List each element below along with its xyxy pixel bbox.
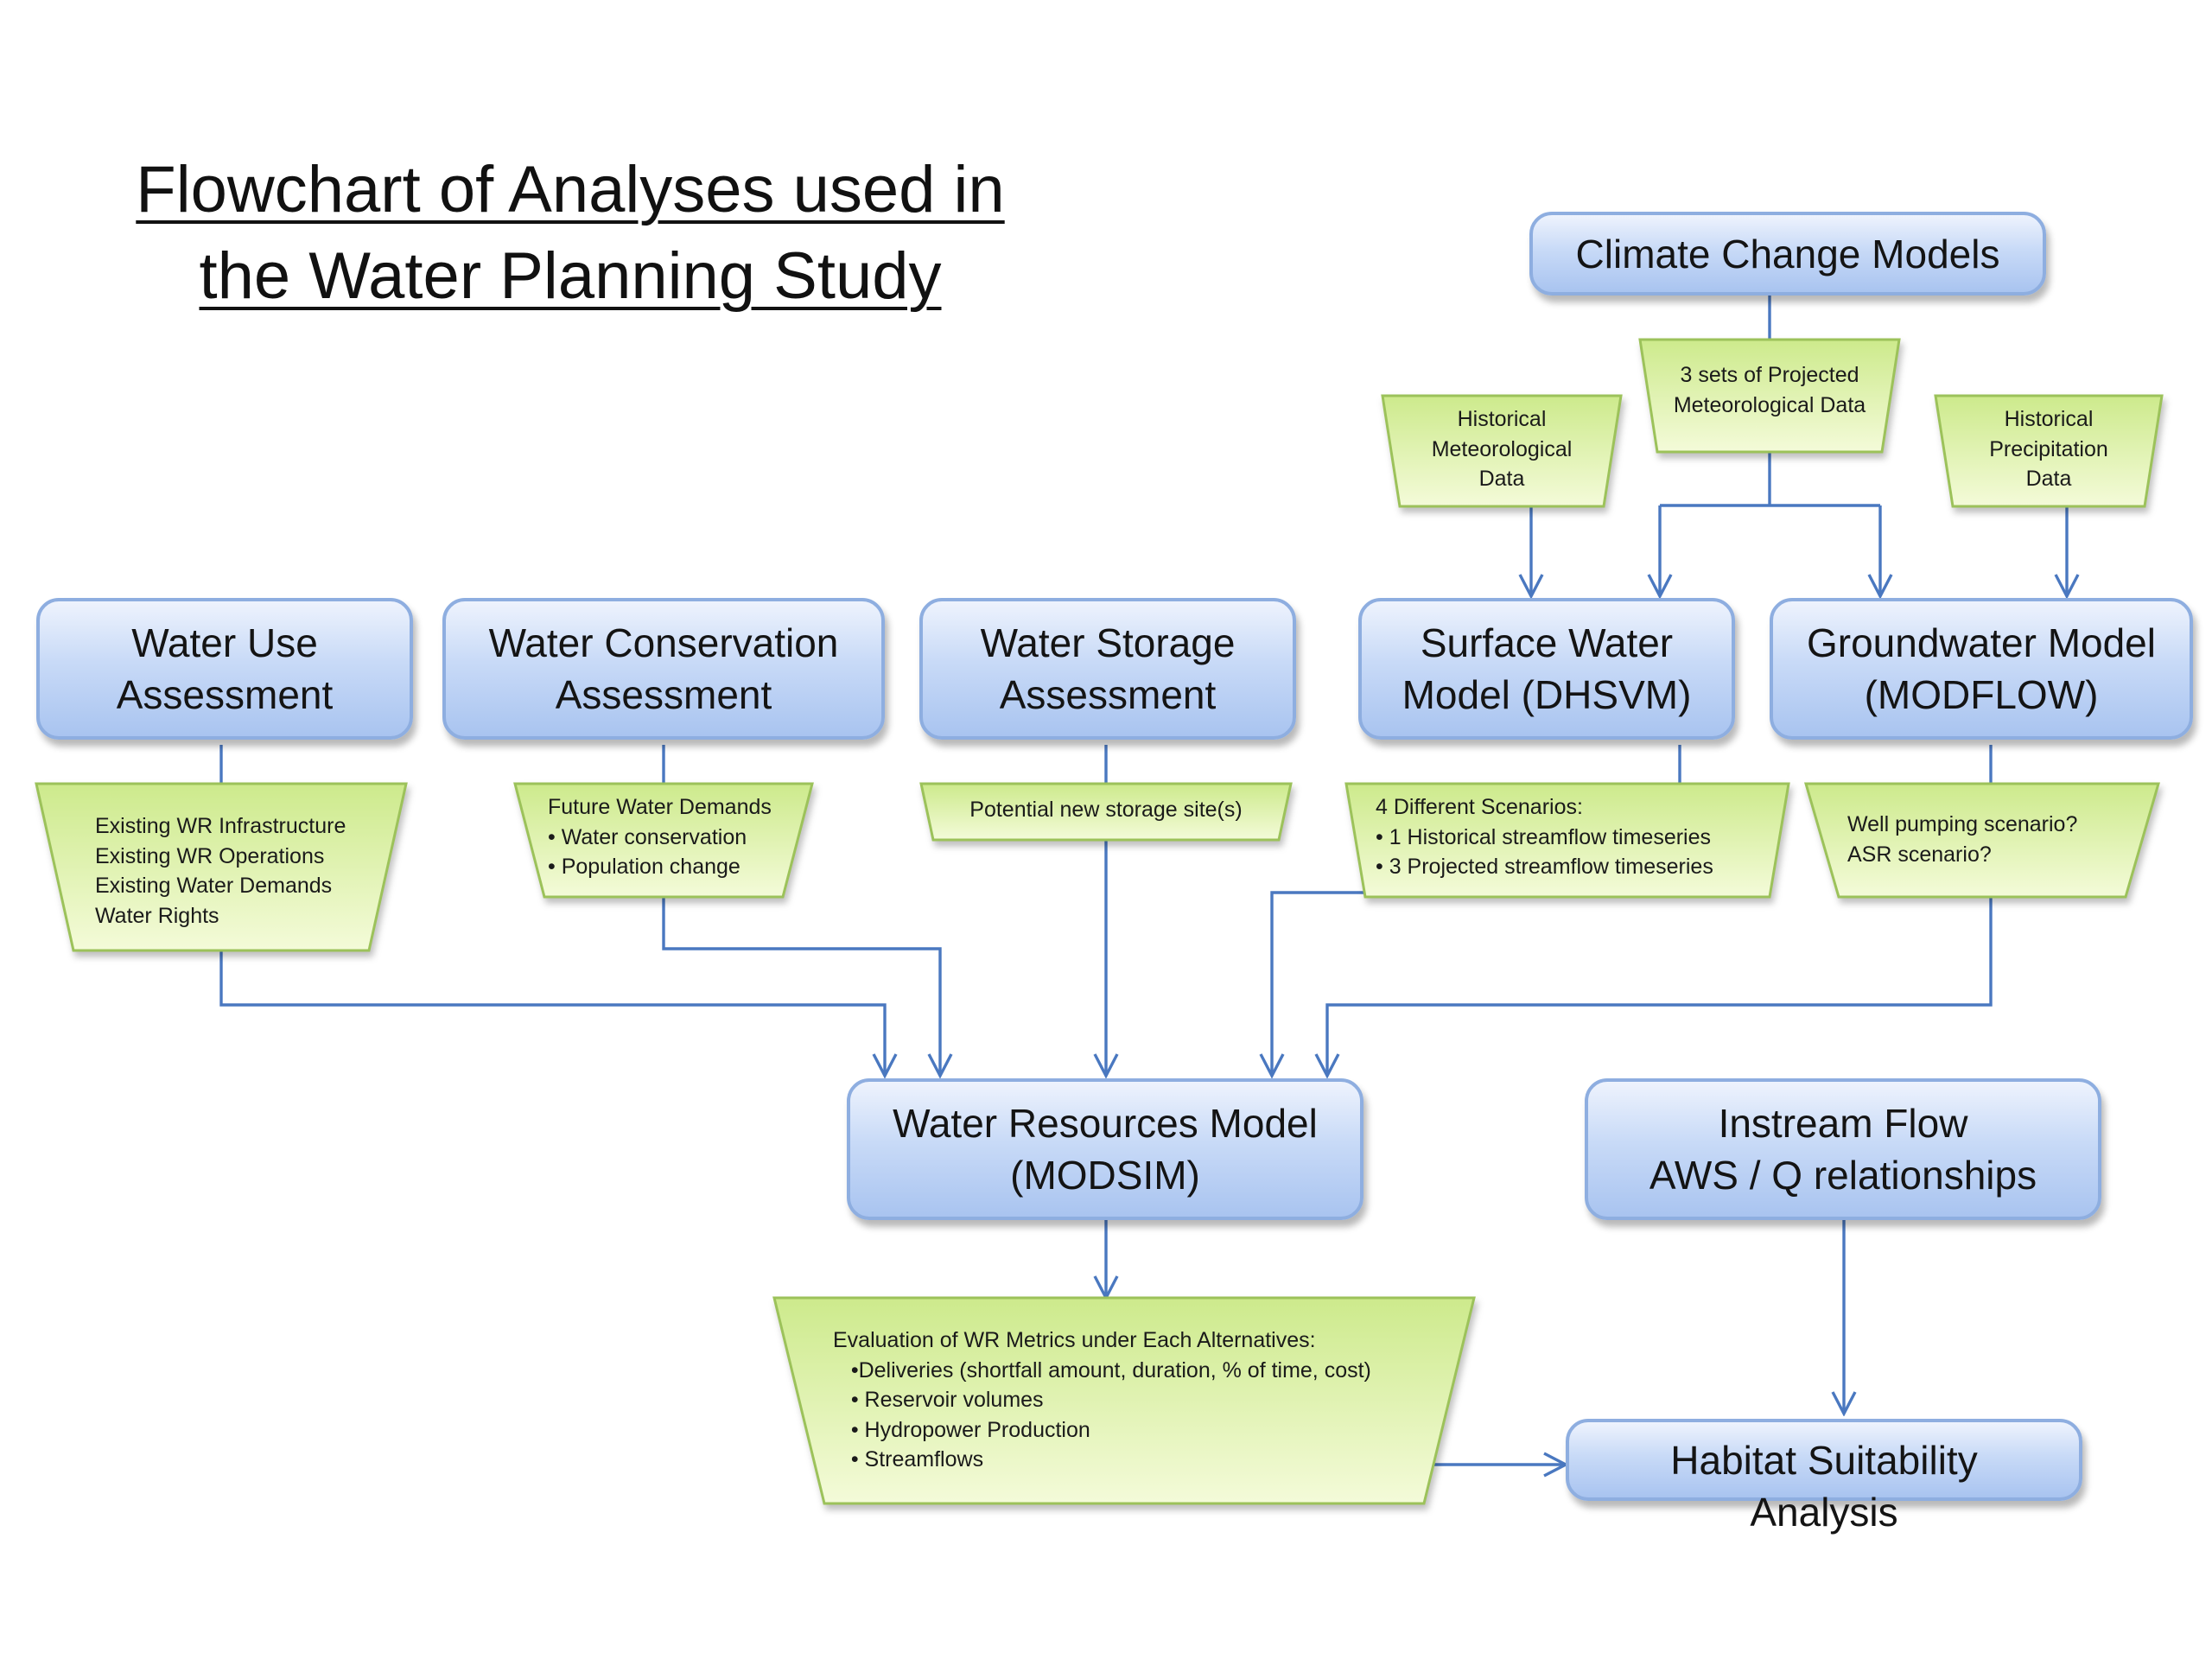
trap-line: • Streamflows: [833, 1447, 984, 1471]
water-use-assessment-box[interactable]: Water Use Assessment: [36, 598, 413, 740]
historical-precipitation-data-trapezoid: Historical Precipitation Data: [1936, 396, 2162, 506]
trap-line: • Hydropower Production: [833, 1417, 1090, 1442]
trap-line: Evaluation of WR Metrics under Each Alte…: [833, 1328, 1316, 1352]
title-line-1: Flowchart of Analyses used in: [136, 153, 1005, 226]
trap-line: 4 Different Scenarios:: [1376, 795, 1583, 819]
trap-line: Meteorological: [1431, 436, 1573, 461]
trapezoid-shape: [1806, 784, 2158, 897]
trapezoid-shape: [515, 784, 812, 897]
trap-line: • 1 Historical streamflow timeseries: [1376, 824, 1712, 849]
box-label: Water Conservation: [488, 620, 839, 665]
groundwater-model-box[interactable]: Groundwater Model (MODFLOW): [1770, 598, 2193, 740]
trap-line: Historical: [2004, 407, 2094, 431]
box-label: Model (DHSVM): [1402, 672, 1692, 717]
water-conservation-assessment-box[interactable]: Water Conservation Assessment: [442, 598, 885, 740]
trapezoid-shape: [921, 784, 1291, 840]
trapezoid-shape: [36, 784, 406, 950]
trap-line: Future Water Demands: [548, 795, 772, 819]
trapezoid-shape: [774, 1298, 1474, 1503]
habitat-suitability-box[interactable]: Habitat Suitability Analysis: [1566, 1419, 2082, 1535]
climate-change-models-box[interactable]: Climate Change Models: [1529, 212, 2046, 296]
trap-line: ASR scenario?: [1847, 842, 1992, 867]
trap-line: • Population change: [548, 855, 741, 879]
box-label: Assessment: [555, 672, 772, 717]
wr-metrics-evaluation-trapezoid: Evaluation of WR Metrics under Each Alte…: [774, 1298, 1474, 1503]
trapezoid-shape: [1346, 784, 1789, 897]
surface-water-outputs-trapezoid: 4 Different Scenarios: • 1 Historical st…: [1346, 784, 1789, 897]
projected-meteorological-data-trapezoid: 3 sets of Projected Meteorological Data: [1640, 340, 1899, 452]
arrow-wateruse-to-modsim: [219, 950, 885, 1076]
box-label: Groundwater Model: [1807, 620, 2156, 665]
box-label: Assessment: [116, 672, 334, 717]
trap-line: • Water conservation: [548, 824, 747, 849]
box-label: (MODSIM): [1010, 1153, 1200, 1198]
trap-line: Data: [1478, 467, 1525, 491]
box-label: Assessment: [999, 672, 1217, 717]
surface-water-model-box[interactable]: Surface Water Model (DHSVM): [1358, 598, 1735, 740]
water-conservation-outputs-trapezoid: Future Water Demands • Water conservatio…: [515, 784, 812, 897]
trap-line: Historical: [1457, 407, 1547, 431]
trap-line: Existing WR Operations: [95, 843, 325, 868]
trap-line: Water Rights: [95, 903, 219, 928]
trapezoid-shape: [1936, 396, 2162, 506]
trap-line: Existing WR Infrastructure: [95, 814, 346, 838]
trap-line: Potential new storage site(s): [969, 798, 1243, 822]
water-use-outputs-trapezoid: Existing WR Infrastructure Existing WR O…: [36, 784, 406, 950]
historical-meteorological-data-trapezoid: Historical Meteorological Data: [1382, 396, 1621, 506]
trap-line: • 3 Projected streamflow timeseries: [1376, 855, 1713, 879]
box-label: AWS / Q relationships: [1649, 1153, 2037, 1198]
instream-flow-box[interactable]: Instream Flow AWS / Q relationships: [1585, 1078, 2101, 1220]
title-line-2: the Water Planning Study: [199, 239, 942, 313]
trapezoid-shape: [1640, 340, 1899, 452]
box-label: (MODFLOW): [1864, 672, 2099, 717]
trap-line: Meteorological Data: [1673, 392, 1866, 417]
box-label: Water Resources Model: [893, 1101, 1318, 1146]
water-storage-outputs-trapezoid: Potential new storage site(s): [921, 784, 1291, 840]
arrow-projected-split: [1660, 451, 1880, 507]
box-label: Analysis: [1750, 1490, 1898, 1535]
box-label: Climate Change Models: [1575, 231, 2000, 276]
box-label: Surface Water: [1420, 620, 1674, 665]
trap-line: • Reservoir volumes: [833, 1388, 1044, 1412]
trap-line: Existing Water Demands: [95, 874, 333, 898]
box-label: Habitat Suitability: [1670, 1438, 1978, 1483]
groundwater-outputs-trapezoid: Well pumping scenario? ASR scenario?: [1806, 784, 2158, 897]
box-label: Water Use: [131, 620, 318, 665]
trapezoid-shape: [1382, 396, 1621, 506]
flowchart-title: Flowchart of Analyses used in the Water …: [112, 147, 1028, 320]
trap-line: 3 sets of Projected: [1680, 363, 1859, 387]
trap-line: •Deliveries (shortfall amount, duration,…: [833, 1357, 1371, 1382]
box-label: Water Storage: [980, 620, 1236, 665]
water-resources-model-box[interactable]: Water Resources Model (MODSIM): [847, 1078, 1363, 1220]
trap-line: Well pumping scenario?: [1847, 812, 2078, 836]
water-storage-assessment-box[interactable]: Water Storage Assessment: [919, 598, 1296, 740]
arrow-groundwater-to-modsim: [1327, 897, 1993, 1076]
trap-line: Precipitation: [1989, 436, 2108, 461]
box-label: Instream Flow: [1718, 1101, 1968, 1146]
trap-line: Data: [2025, 467, 2072, 491]
arrow-conservation-to-modsim: [662, 897, 940, 1076]
arrow-surface-to-modsim: [1272, 891, 1370, 1076]
